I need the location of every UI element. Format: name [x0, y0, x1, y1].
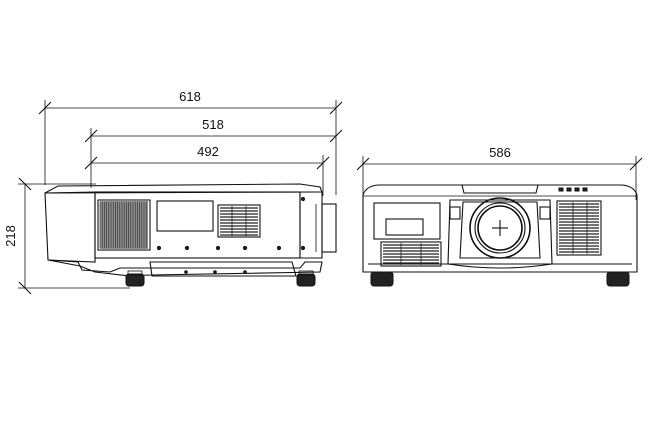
- side-intake-grille: [97, 199, 151, 251]
- front-top-hatch: [461, 184, 539, 194]
- side-lens-housing: [321, 203, 337, 253]
- lens-latch-right: [539, 206, 551, 220]
- dim-label-618: 618: [179, 89, 201, 104]
- dimension-line-518: 518: [84, 117, 343, 188]
- lens-outer-ring: [469, 197, 531, 259]
- lens-latch-left: [449, 206, 461, 220]
- projector-front-view: [362, 184, 638, 287]
- dimension-line-218: 218: [3, 177, 130, 295]
- front-lower-left-grille: [380, 241, 442, 267]
- front-display-window: [385, 218, 424, 236]
- projector-side-view: [44, 183, 337, 287]
- side-screws: [156, 196, 306, 274]
- side-label-panel: [156, 200, 214, 232]
- side-feet: [125, 270, 316, 287]
- lens-mid-ring: [474, 202, 526, 254]
- dim-label-218: 218: [3, 225, 18, 247]
- side-small-grille: [217, 204, 261, 238]
- front-feet: [370, 271, 630, 287]
- side-view-dimensions: 618 518 492 218: [3, 89, 343, 295]
- front-right-grille: [556, 200, 602, 256]
- lens-bezel: [459, 201, 541, 259]
- front-left-panel: [373, 202, 441, 240]
- status-leds: [558, 187, 588, 192]
- dim-label-586: 586: [489, 145, 511, 160]
- side-bottom-tray: [149, 261, 297, 277]
- dim-label-518: 518: [202, 117, 224, 132]
- side-bottom-chassis: [47, 259, 323, 277]
- lens-glass: [477, 205, 523, 251]
- dimension-line-618: 618: [38, 89, 343, 195]
- side-front-block: [44, 191, 96, 263]
- side-rear-section: [299, 191, 323, 259]
- front-body: [362, 184, 638, 273]
- front-view-dimensions: 586: [356, 145, 643, 200]
- dimension-line-492: 492: [84, 144, 330, 196]
- dim-label-492: 492: [197, 144, 219, 159]
